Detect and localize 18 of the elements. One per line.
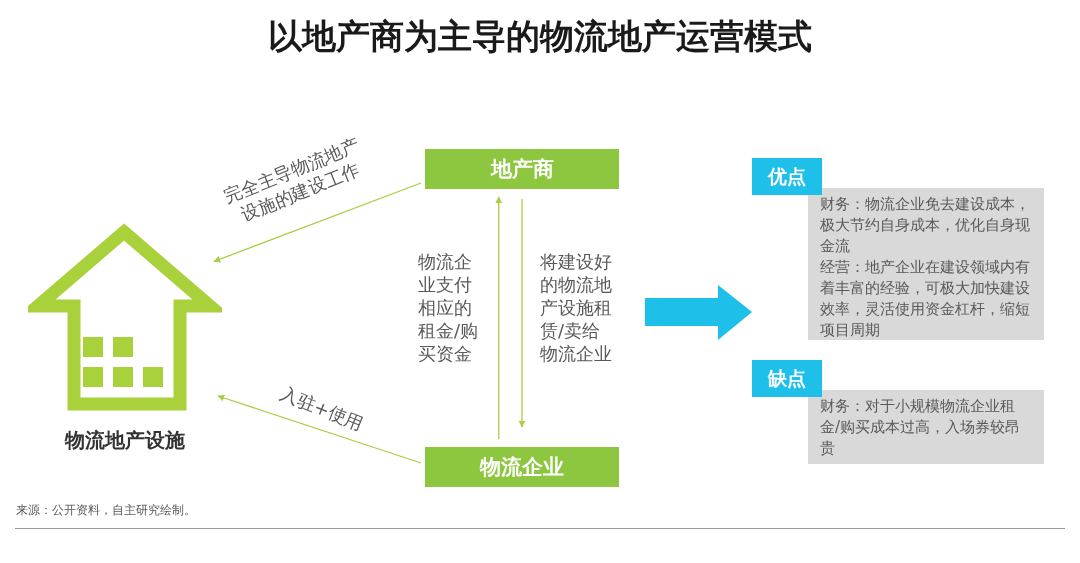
edge-label: 完全主导物流地产设施的建设工作 (219, 132, 364, 227)
arrow (213, 182, 422, 263)
arrow (217, 394, 422, 464)
arrow (495, 196, 503, 440)
node-label: 物流地产设施 (63, 427, 186, 454)
tag-label: 优点 (752, 158, 822, 195)
paragraph: 财务：对于小规模物流企业租金/购买成本过高，入场券较昂贵 (820, 396, 1022, 459)
tag-label: 缺点 (752, 360, 822, 397)
process-box: 物流企业 (425, 447, 619, 487)
paragraph: 财务：物流企业免去建设成本，极大节约自身成本，优化自身现金流 (820, 194, 1031, 257)
arrow (518, 198, 526, 428)
source-note: 来源：公开资料，自主研究绘制。 (16, 502, 196, 519)
paragraph: 经营：地产企业在建设领域内有着丰富的经验，可极大加快建设效率，灵活使用资金杠杆，缩短项目周期 (820, 257, 1031, 341)
edge-label: 物流企业支付相应的租金/购买资金 (418, 250, 480, 365)
edge-label: 入驻+使用 (276, 381, 368, 437)
title: 以地产商为主导的物流地产运营模式 (267, 15, 813, 58)
process-box: 地产商 (425, 149, 619, 189)
edge-label: 将建设好的物流地产设施租赁/卖给物流企业 (540, 250, 613, 365)
